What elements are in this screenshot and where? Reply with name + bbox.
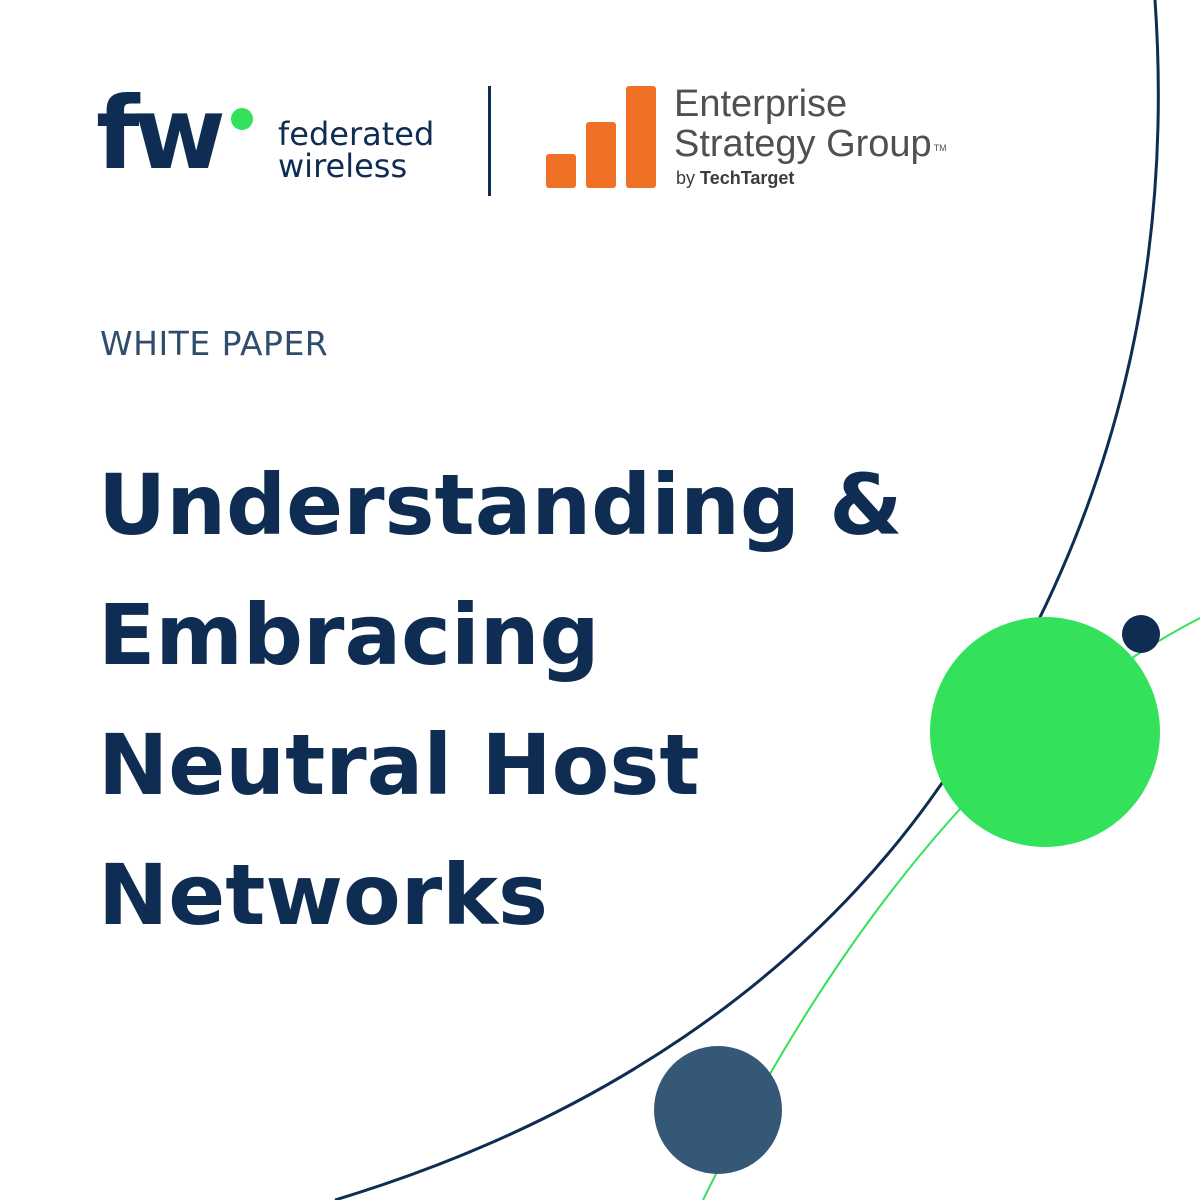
federated-wireless-logo: fw federated wireless — [96, 84, 456, 194]
logo-divider — [488, 86, 491, 196]
fw-logo-dot — [231, 108, 253, 130]
document-title: Understanding & Embracing Neutral Host N… — [98, 440, 978, 960]
small-navy-circle — [1122, 615, 1160, 653]
fw-logo-line-1: federated — [278, 115, 435, 153]
esg-by-prefix: by — [676, 168, 696, 188]
esg-byline: by TechTarget — [676, 168, 794, 188]
title-line-1: Understanding & — [98, 456, 903, 554]
navy-arc — [334, 0, 1160, 1200]
esg-by-brand: TechTarget — [700, 168, 795, 188]
esg-logo-line-1: Enterprise — [674, 83, 848, 125]
slate-blue-circle — [654, 1046, 782, 1174]
title-line-4: Networks — [98, 846, 549, 944]
fw-logo-line-2: wireless — [278, 147, 408, 185]
esg-bar-tall — [626, 86, 656, 188]
title-line-2: Embracing — [98, 586, 600, 684]
esg-logo-line-2-text: Strategy Group — [674, 123, 932, 165]
large-green-circle — [930, 617, 1160, 847]
fw-logo-mark: fw — [96, 75, 226, 192]
bar-chart-icon — [546, 86, 656, 188]
title-line-3: Neutral Host — [98, 716, 700, 814]
esg-bar-short — [546, 154, 576, 188]
trademark-symbol: TM — [933, 143, 947, 153]
esg-bar-medium — [586, 122, 616, 188]
document-type-label: WHITE PAPER — [100, 324, 329, 363]
fw-logo-wordmark: federated wireless — [278, 118, 434, 182]
